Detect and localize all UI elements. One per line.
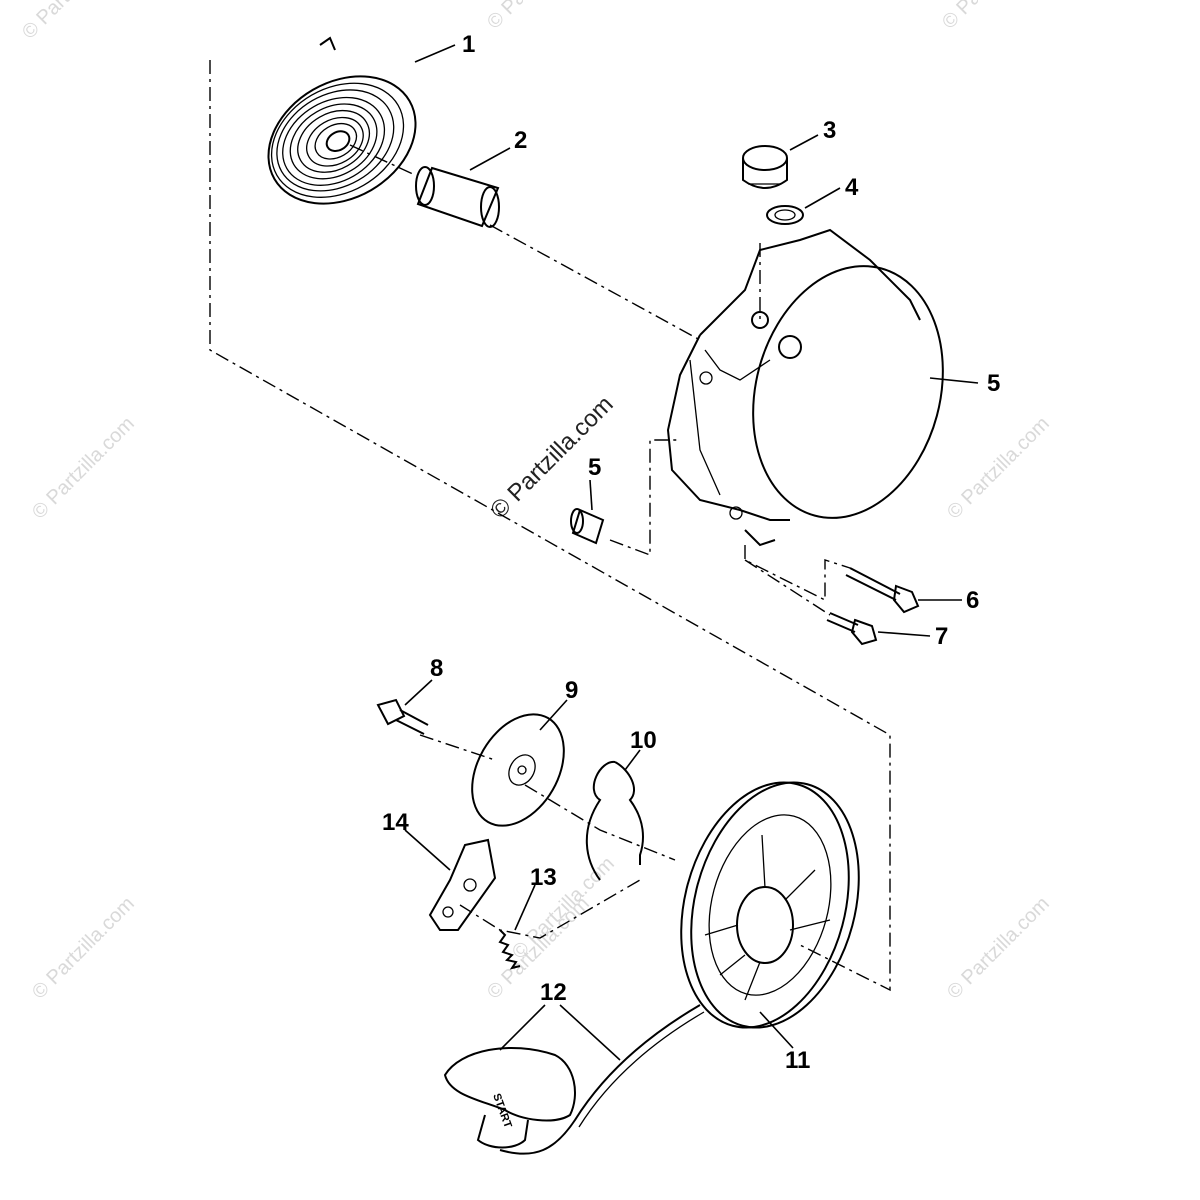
callout-4: 4 [845,174,859,201]
callout-14: 14 [382,809,409,836]
short-bolt [826,612,878,646]
watermark-layer: © Partzilla.com © Partzilla.com © Partzi… [18,0,1054,1004]
pulley [680,781,860,1029]
callout-11: 11 [785,1047,810,1074]
watermark-bottom-left: © Partzilla.com [28,893,139,1004]
leader-lines [404,44,979,1061]
callout-labels: 1 2 3 4 5 5 6 7 8 9 10 11 12 13 14 [382,31,1000,1074]
sleeve [570,508,605,545]
callout-3: 3 [823,117,836,144]
watermark-top-left: © Partzilla.com [18,0,129,44]
callout-6: 6 [966,587,979,614]
pawl [428,838,497,931]
callout-1: 1 [462,31,475,58]
o-ring [766,205,804,225]
friction-plate [471,713,565,827]
callout-5-sleeve: 5 [588,454,601,481]
cap [742,145,788,189]
recoil-spring [267,36,417,205]
callout-9: 9 [565,677,578,704]
callout-12: 12 [540,979,567,1006]
watermark-bottom-right: © Partzilla.com [943,893,1054,1004]
callout-7: 7 [935,623,948,650]
callout-10: 10 [630,727,657,754]
callout-5-housing: 5 [987,370,1000,397]
long-bolt [845,567,920,614]
flange-bolt [376,698,429,735]
watermark-mid-right: © Partzilla.com [943,413,1054,524]
callout-2: 2 [514,127,527,154]
watermark-mid-left: © Partzilla.com [28,413,139,524]
bushing [415,166,500,228]
rope-and-handle: START [443,1004,705,1155]
watermark-top-center: © Partzilla.com [483,0,594,34]
starter-housing [666,228,944,547]
pawl-spring [498,929,521,970]
callout-13: 13 [530,864,557,891]
handle-label: START [490,1092,514,1130]
assembly-lines [209,60,891,992]
watermark-top-right: © Partzilla.com [938,0,1049,34]
wire-clip [585,760,644,881]
callout-8: 8 [430,655,443,682]
